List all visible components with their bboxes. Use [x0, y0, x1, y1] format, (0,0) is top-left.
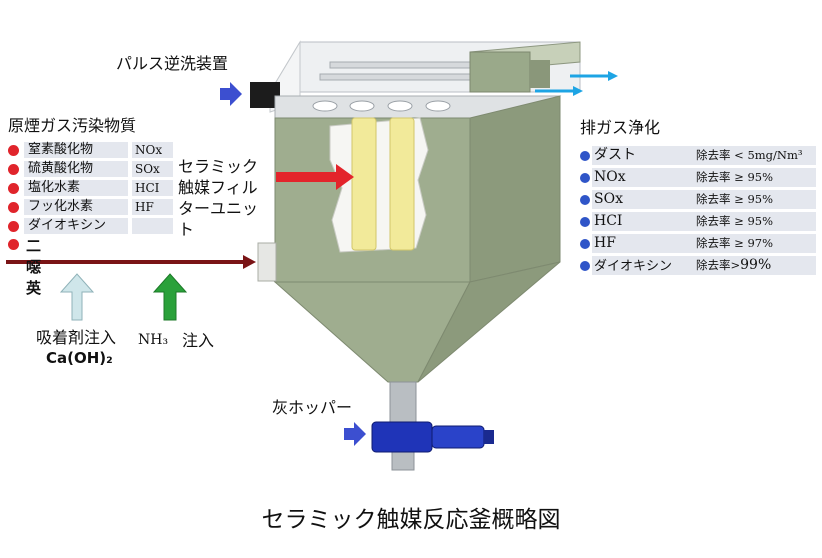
ceramic-filter-label-line: セラミック — [178, 157, 259, 176]
raw-smoke-title: 原煙ガス汚染物質 — [8, 116, 137, 135]
pollutant-name: 窒素酸化物 — [24, 142, 128, 158]
pollutant-name: 硫黄酸化物 — [24, 161, 128, 177]
filter-candle-2 — [389, 117, 415, 251]
flue-gas-inlet-arrowhead — [243, 255, 256, 269]
removal-name: HCI — [592, 212, 694, 231]
ceramic-filter-label-line: ターユニッ — [178, 199, 259, 218]
bullet-dot-icon — [580, 217, 590, 227]
vessel-side — [469, 95, 561, 283]
bullet-dot-icon — [8, 183, 19, 194]
removal-rate: 除去率>99% — [694, 256, 816, 275]
removal-rate-value: 99% — [740, 257, 772, 273]
outlet-duct — [469, 51, 531, 93]
pulse-arrow — [220, 82, 242, 106]
hopper-cone-side — [417, 261, 561, 383]
discharge-pipe — [389, 381, 417, 425]
bullet-dot-icon — [580, 261, 590, 271]
removal-name: NOx — [592, 168, 694, 187]
bullet-dot-icon — [8, 221, 19, 232]
bullet-dot-icon — [8, 202, 19, 213]
ceramic-filter-label-line: ト — [178, 220, 195, 239]
removal-rate: 除去率 ≥ 95% — [694, 212, 816, 231]
removal-rate: 除去率 < 5mg/Nm³ — [694, 146, 816, 165]
ash-arrow — [344, 422, 366, 446]
pollutant-name: ダイオキシン — [24, 218, 128, 234]
pollutant-formula: HCI — [132, 180, 173, 196]
removal-rate: 除去率 ≥ 95% — [694, 168, 816, 187]
inlet-box — [257, 242, 277, 282]
pollutant-formula — [132, 218, 173, 234]
flow-arrow-shaft — [276, 172, 338, 182]
nh3-arrow — [152, 273, 188, 321]
ceramic-filter-label: セラミック 触媒フィル ターユニッ ト — [178, 156, 258, 240]
flow-arrow-head — [336, 164, 354, 190]
ash-hopper-label: 灰ホッパー — [272, 398, 353, 417]
bullet-dot-icon — [580, 195, 590, 205]
bullet-dot-icon — [580, 151, 590, 161]
adsorbent-formula: Ca(OH)₂ — [46, 349, 113, 367]
nh3-injection-label: 注入 — [182, 331, 215, 350]
ceramic-filter-label-line: 触媒フィル — [178, 178, 258, 197]
exhaust-purification-title: 排ガス浄化 — [580, 118, 661, 137]
outlet-duct-end — [530, 60, 550, 88]
bullet-dot-icon — [8, 145, 19, 156]
rotary-motor — [431, 425, 485, 449]
removal-rate-prefix: 除去率> — [696, 258, 741, 272]
removal-name: HF — [592, 234, 694, 253]
pollutant-formula: NOx — [132, 142, 173, 158]
diagram-caption: セラミック触媒反応釜概略図 — [261, 507, 561, 533]
removal-rate: 除去率 ≥ 97% — [694, 234, 816, 253]
nh3-label: NH₃ — [138, 332, 169, 348]
pollutant-name: 二噁英 — [26, 237, 42, 297]
pollutant-name: フッ化水素 — [24, 199, 128, 215]
bullet-dot-icon — [580, 173, 590, 183]
pulse-cleaning-label: パルス逆洗装置 — [116, 54, 229, 73]
adsorbent-arrow — [59, 273, 95, 321]
removal-name: ダイオキシン — [592, 256, 694, 275]
hopper-cone-front — [273, 281, 471, 383]
rotary-valve — [371, 421, 433, 453]
bullet-dot-icon — [580, 239, 590, 249]
pollutant-formula: SOx — [132, 161, 173, 177]
removal-rate: 除去率 ≥ 95% — [694, 190, 816, 209]
pollutant-formula: HF — [132, 199, 173, 215]
pollutant-name: 塩化水素 — [24, 180, 128, 196]
bullet-dot-icon — [8, 239, 19, 250]
removal-name: SOx — [592, 190, 694, 209]
adsorbent-injection-label: 吸着剤注入 — [36, 328, 117, 347]
removal-name: ダスト — [592, 146, 694, 165]
bullet-dot-icon — [8, 164, 19, 175]
filter-candle-1 — [351, 117, 377, 251]
